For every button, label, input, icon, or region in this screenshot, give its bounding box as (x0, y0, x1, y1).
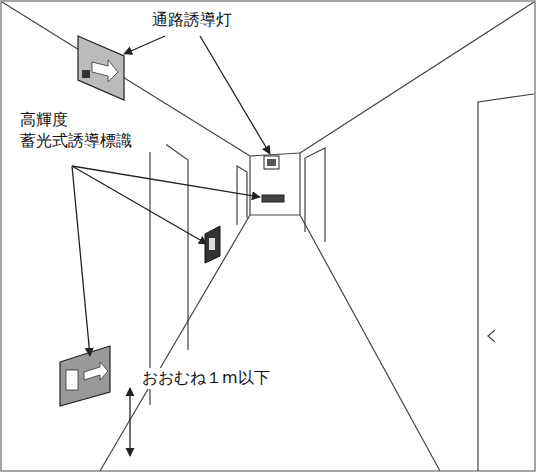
top-guide-light (78, 36, 124, 100)
far-guide-light (264, 156, 279, 169)
mid-luminous-sign (205, 226, 220, 263)
callout-label: おおむね１m以下 (140, 368, 272, 389)
callout-label: 通路誘導灯 (150, 10, 234, 31)
leader-lines (72, 36, 270, 456)
doors (150, 94, 534, 471)
low-luminous-sign (60, 346, 110, 406)
callout-label: 高輝度 蓄光式誘導標識 (18, 110, 166, 152)
far-luminous-sign (262, 195, 284, 202)
